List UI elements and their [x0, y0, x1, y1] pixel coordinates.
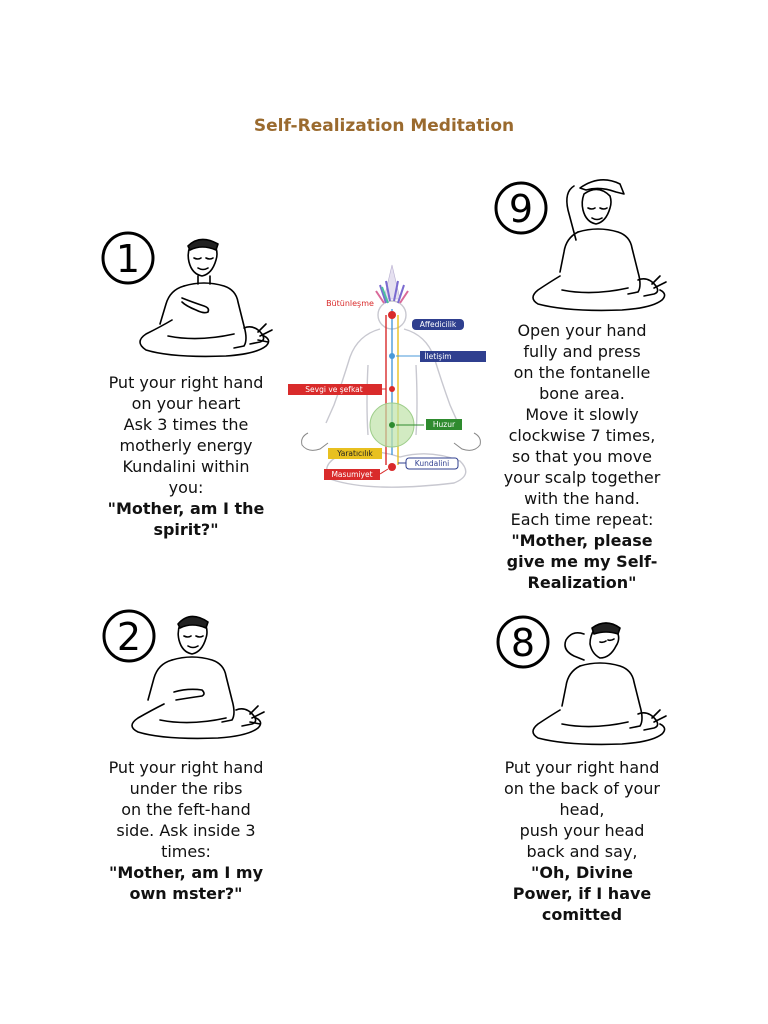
caption-quote: spirit?" [153, 520, 219, 539]
caption-quote: own mster?" [129, 884, 243, 903]
svg-text:Bütünleşme: Bütünleşme [326, 299, 374, 308]
caption-line: with the hand. [524, 489, 640, 508]
caption-line: Ask 3 times the [123, 415, 249, 434]
meditating-person-icon [532, 179, 667, 312]
caption-line: fully and press [523, 342, 641, 361]
caption-quote: "Oh, Divine [531, 863, 633, 882]
chakra-label-throat: İletişim [396, 351, 486, 362]
step-9-caption: Open your hand fully and press on the fo… [484, 320, 680, 593]
svg-text:Huzur: Huzur [433, 420, 456, 429]
svg-text:Sevgi ve şefkat: Sevgi ve şefkat [305, 385, 362, 394]
chakra-nodes [388, 311, 396, 471]
caption-line: Move it slowly [525, 405, 639, 424]
step-number-text: 2 [117, 615, 141, 659]
caption-line: motherly energy [119, 436, 253, 455]
open-hand-icon [301, 432, 481, 451]
svg-text:Kundalini: Kundalini [415, 459, 449, 468]
caption-line: head, [559, 800, 605, 819]
chakra-label-kundalini: Kundalini [398, 457, 459, 470]
caption-line: clockwise 7 times, [508, 426, 656, 445]
caption-line: Put your right hand [108, 373, 264, 392]
step-1-caption: Put your right hand on your heart Ask 3 … [88, 372, 284, 540]
svg-text:Affedicilik: Affedicilik [420, 320, 457, 329]
caption-line: you: [168, 478, 204, 497]
step-1-figure: 1 [101, 231, 273, 358]
caption-quote: give me my Self- [506, 552, 658, 571]
caption-line: on the feft-hand [121, 800, 251, 819]
chakra-label-innocence: Masumiyet [324, 468, 389, 480]
chakra-label-throat-back: Affedicilik [412, 319, 464, 330]
step-number-badge: 1 [101, 231, 155, 285]
caption-line: side. Ask inside 3 [116, 821, 256, 840]
caption-line: Each time repeat: [510, 510, 654, 529]
caption-line: Put your right hand [504, 758, 660, 777]
svg-text:Yaratıcılık: Yaratıcılık [336, 449, 373, 458]
step-2-caption: Put your right hand under the ribs on th… [88, 757, 284, 904]
svg-text:Masumiyet: Masumiyet [331, 470, 372, 479]
caption-line: Open your hand [517, 321, 647, 340]
step-2-figure: 2 [102, 609, 265, 740]
caption-line: on the back of your [504, 779, 660, 798]
meditating-person-icon [131, 615, 265, 740]
chakra-label-peace: Huzur [396, 419, 462, 430]
caption-quote: "Mother, am I my [109, 863, 263, 882]
caption-quote: Realization" [527, 573, 637, 592]
caption-line: on the fontanelle [513, 363, 651, 382]
step-number-badge: 8 [496, 615, 550, 669]
caption-line: under the ribs [129, 779, 243, 798]
meditating-person-icon [532, 622, 667, 746]
step-number-badge: 2 [102, 609, 156, 663]
caption-line: back and say, [526, 842, 638, 861]
chakra-label-creativity: Yaratıcılık [328, 448, 382, 459]
caption-line: bone area. [539, 384, 625, 403]
step-8-figure: 8 [496, 615, 667, 746]
caption-line: push your head [519, 821, 645, 840]
caption-quote: "Mother, please [511, 531, 653, 550]
caption-quote: comitted [541, 905, 623, 924]
caption-line: Put your right hand [108, 758, 264, 777]
chakra-label-top: Bütünleşme [326, 299, 374, 308]
step-9-figure: 9 [494, 179, 667, 312]
step-number-badge: 9 [494, 181, 548, 235]
caption-line: times: [161, 842, 211, 861]
caption-line: on your heart [131, 394, 241, 413]
crown-rays [375, 264, 409, 304]
meditating-person-icon [139, 238, 273, 358]
caption-line: your scalp together [503, 468, 661, 487]
step-number-text: 8 [511, 621, 535, 665]
caption-quote: "Mother, am I the [107, 499, 265, 518]
caption-line: so that you move [512, 447, 652, 466]
svg-text:İletişim: İletişim [424, 352, 451, 361]
caption-line: Kundalini within [122, 457, 250, 476]
step-number-text: 1 [116, 237, 140, 281]
chakra-label-heart: Sevgi ve şefkat [288, 384, 386, 395]
step-8-caption: Put your right hand on the back of your … [484, 757, 680, 925]
caption-quote: Power, if I have [512, 884, 652, 903]
page-title: Self-Realization Meditation [253, 116, 515, 136]
chakra-diagram: Bütünleşme Affedicilik İletişim Sevgi ve… [288, 264, 486, 488]
step-number-text: 9 [509, 187, 533, 231]
